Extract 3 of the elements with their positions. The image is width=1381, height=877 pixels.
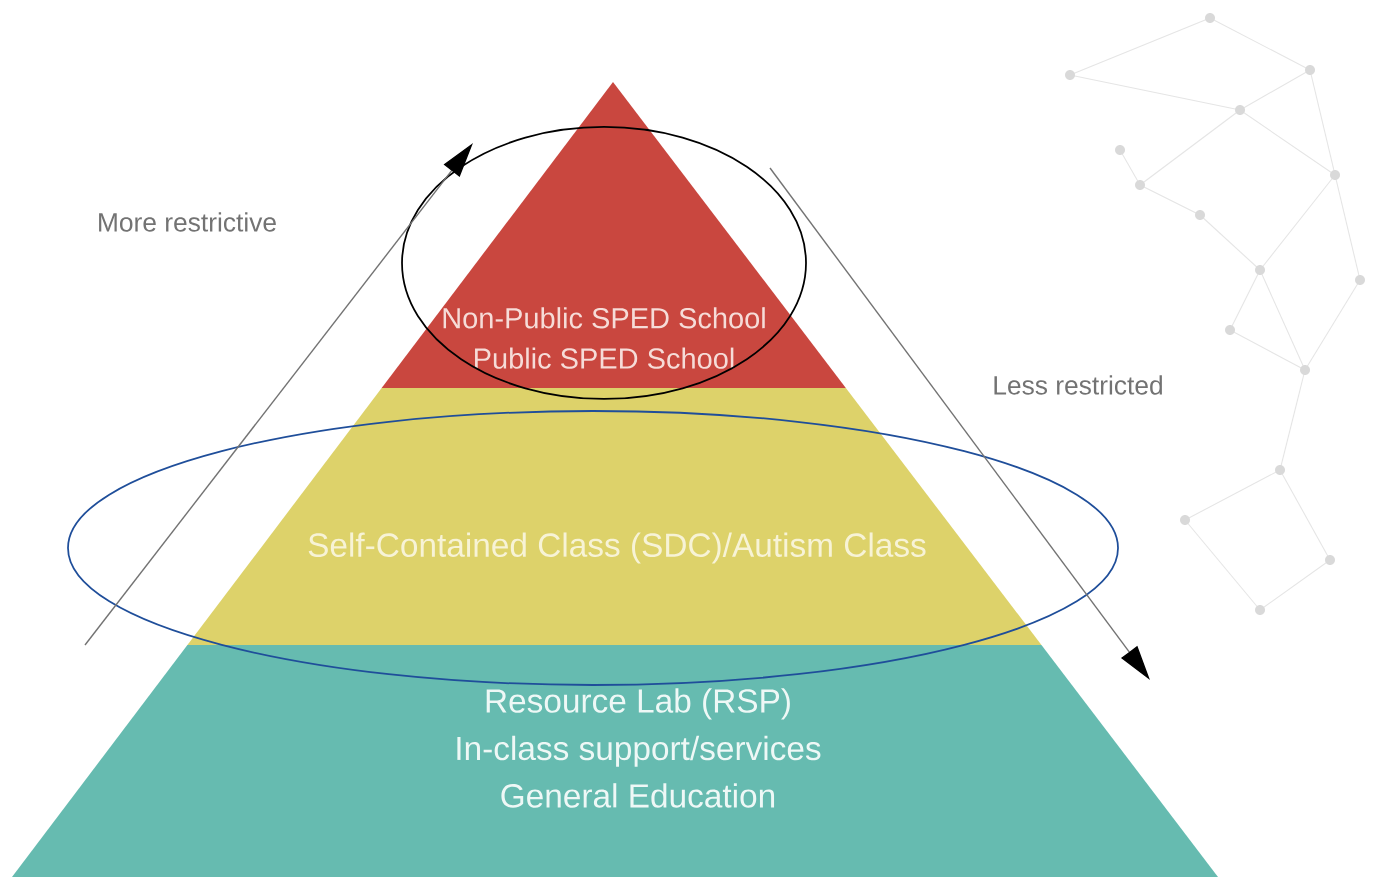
pyramid-tier: Non-Public SPED School Public SPED School: [381, 82, 846, 388]
pyramid-tier: Resource Lab (RSP) In-class support/services General Education: [12, 645, 1218, 877]
direction-label: More restrictive: [99, 212, 276, 232]
